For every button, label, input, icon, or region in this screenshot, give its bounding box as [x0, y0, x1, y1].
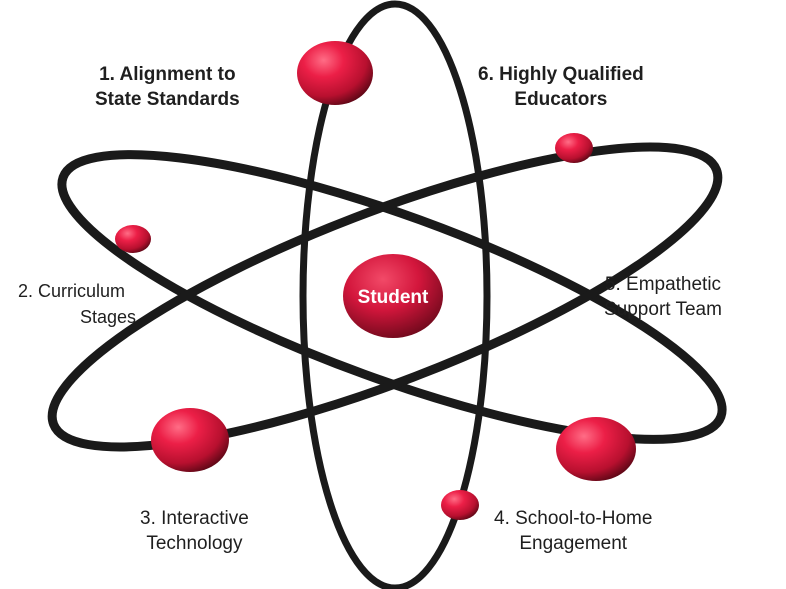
- component-label-6-line1: 6. Highly Qualified: [478, 64, 644, 85]
- electron-lower-right: [556, 417, 636, 481]
- component-label-3-line1: 3. Interactive: [140, 508, 249, 529]
- electron-upper-right: [555, 133, 593, 163]
- nucleus-label: Student: [358, 287, 429, 308]
- electron-bottom: [441, 490, 479, 520]
- component-label-2-line2: Stages: [80, 307, 137, 327]
- electrons: [115, 41, 636, 520]
- component-label-5: 5. Empathetic Support Team: [604, 272, 722, 322]
- orbit-vertical: [299, 0, 491, 589]
- component-label-2: 2. Curriculum Stages: [18, 278, 136, 330]
- component-label-4-line1: 4. School-to-Home: [494, 508, 653, 529]
- component-label-5-line1: 5. Empathetic: [604, 274, 722, 295]
- component-label-2-line1: 2. Curriculum: [18, 281, 126, 301]
- nucleus-sphere: [343, 254, 443, 338]
- component-label-5-line2: Support Team: [604, 299, 722, 320]
- orbit-ascending: [47, 142, 723, 452]
- electron-top: [297, 41, 373, 105]
- component-label-1-line1: 1. Alignment to: [99, 64, 236, 85]
- component-label-1-line2: State Standards: [95, 89, 240, 110]
- component-label-3-line2: Technology: [146, 533, 243, 554]
- orbits: [47, 0, 727, 589]
- component-label-6: 6. Highly Qualified Educators: [478, 62, 644, 112]
- component-label-3: 3. Interactive Technology: [140, 506, 249, 556]
- component-label-6-line2: Educators: [514, 89, 608, 110]
- electron-lower-left: [151, 408, 229, 472]
- component-label-1: 1. Alignment to State Standards: [95, 62, 240, 112]
- nucleus: Student: [343, 254, 443, 338]
- component-label-4: 4. School-to-Home Engagement: [494, 506, 652, 556]
- electron-left: [115, 225, 151, 253]
- orbit-descending: [57, 150, 727, 444]
- component-label-4-line2: Engagement: [519, 533, 628, 554]
